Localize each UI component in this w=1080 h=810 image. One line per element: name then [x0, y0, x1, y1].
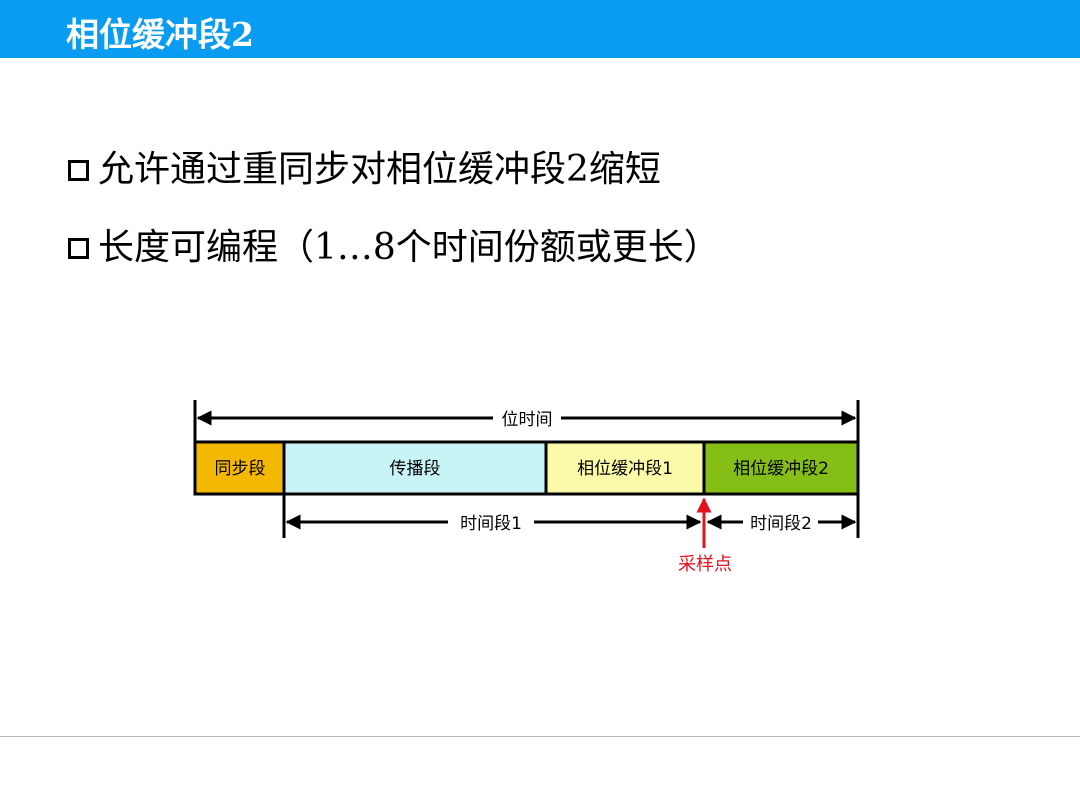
propagation-segment — [282, 440, 548, 496]
propagation-segment-label: 传播段 — [390, 459, 441, 479]
bullet-text-1: 允许通过重同步对相位缓冲段2缩短 — [98, 149, 661, 190]
phase-buffer-1-label: 相位缓冲段1 — [577, 459, 673, 479]
slide-title: 相位缓冲段2 — [66, 15, 254, 54]
square-bullet-icon — [68, 238, 89, 259]
phase-buffer-segment-1 — [544, 440, 706, 496]
phase-buffer-segment-2 — [702, 440, 860, 496]
bit-time-label: 位时间 — [502, 410, 553, 430]
time-segment-2-label: 时间段2 — [750, 514, 812, 534]
title-bar: 相位缓冲段2 — [0, 0, 1080, 58]
sample-point-label: 采样点 — [678, 554, 732, 575]
phase-buffer-2-label: 相位缓冲段2 — [733, 459, 829, 479]
time-segment-1-label: 时间段1 — [460, 514, 522, 534]
sync-segment — [193, 440, 286, 496]
footer-divider — [0, 736, 1080, 737]
bullet-text-2: 长度可编程（1…8个时间份额或更长） — [98, 227, 720, 268]
square-bullet-icon — [68, 160, 89, 181]
sync-segment-label: 同步段 — [215, 459, 266, 479]
